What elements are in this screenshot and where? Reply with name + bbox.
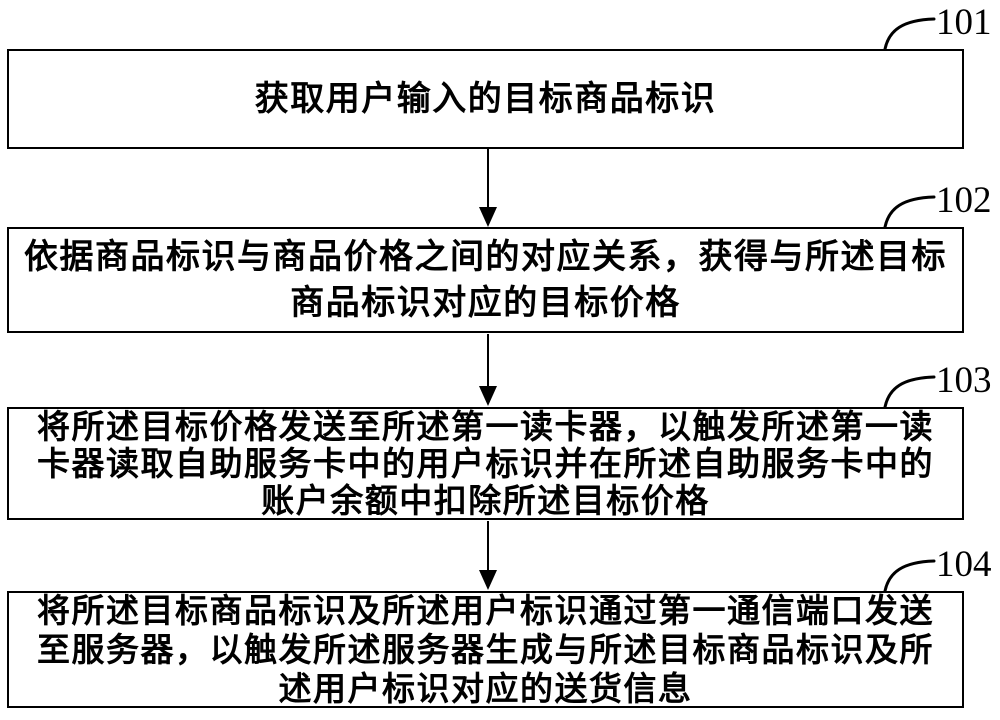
arrowhead-icon	[479, 386, 497, 406]
ref-label-101: 101	[936, 2, 992, 43]
leader-line-104	[883, 559, 936, 593]
step-104-text-line: 述用户标识对应的送货信息	[278, 670, 693, 707]
step-box-104: 将所述目标商品标识及所述用户标识通过第一通信端口发送 至服务器，以触发所述服务器…	[7, 591, 964, 708]
step-103-text-line: 账户余额中扣除所述目标价格	[261, 482, 710, 519]
step-103-text-line: 卡器读取自助服务卡中的用户标识并在所述自助服务卡中的	[37, 445, 934, 482]
leader-line-101	[883, 17, 936, 51]
step-102-text-line: 依据商品标识与商品价格之间的对应关系，获得与所述目标	[24, 238, 947, 276]
step-104-text-line: 将所述目标商品标识及所述用户标识通过第一通信端口发送	[37, 592, 934, 629]
ref-label-104: 104	[936, 544, 992, 585]
leader-line-103	[883, 375, 936, 409]
step-102-text-line: 商品标识对应的目标价格	[290, 284, 681, 322]
leader-line-102	[883, 195, 936, 229]
step-104-text-line: 至服务器，以触发所述服务器生成与所述目标商品标识及所	[37, 631, 934, 668]
step-box-103: 将所述目标价格发送至所述第一读卡器，以触发所述第一读 卡器读取自助服务卡中的用户…	[7, 407, 964, 520]
step-box-102: 依据商品标识与商品价格之间的对应关系，获得与所述目标 商品标识对应的目标价格	[7, 227, 964, 333]
step-box-101: 获取用户输入的目标商品标识	[7, 49, 964, 149]
step-103-text-line: 将所述目标价格发送至所述第一读卡器，以触发所述第一读	[37, 408, 934, 445]
step-101-text-line: 获取用户输入的目标商品标识	[254, 80, 717, 118]
arrowhead-icon	[479, 207, 497, 227]
arrowhead-icon	[479, 570, 497, 590]
flow-arrow-1-2	[479, 149, 497, 227]
ref-label-102: 102	[936, 180, 992, 221]
flow-arrow-3-4	[479, 521, 497, 590]
flow-arrow-2-3	[479, 334, 497, 406]
ref-label-103: 103	[936, 360, 992, 401]
